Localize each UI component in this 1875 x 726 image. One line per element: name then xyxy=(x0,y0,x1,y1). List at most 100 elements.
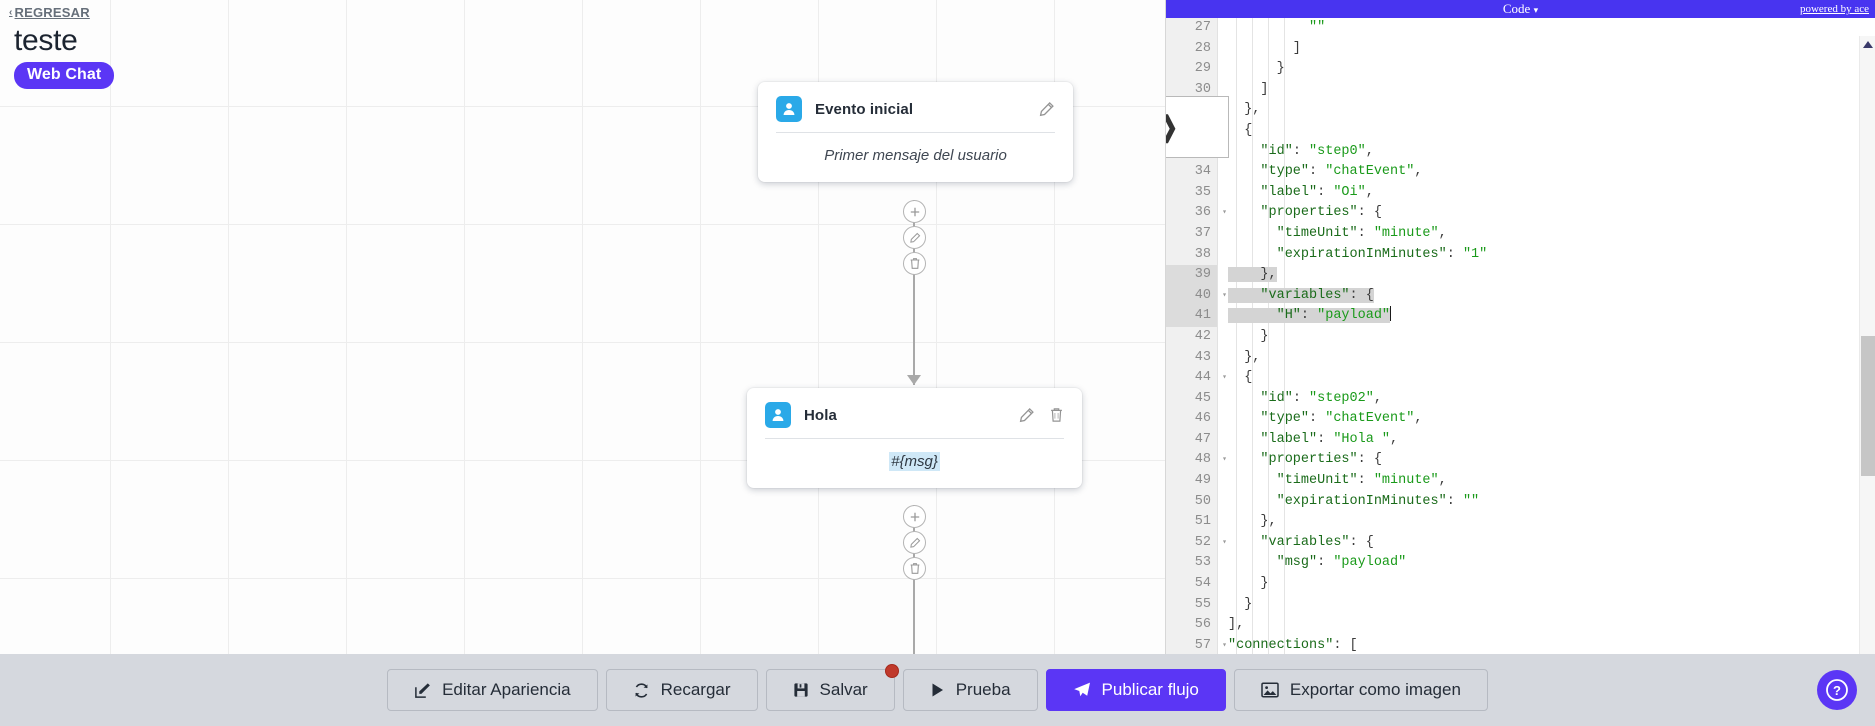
code-content[interactable]: "" ] } ] }, { "id": "step0", "type": "ch… xyxy=(1218,18,1859,654)
edit-step-button[interactable] xyxy=(903,531,926,554)
delete-step-button[interactable] xyxy=(903,557,926,580)
gutter-line-number[interactable]: 57▾ xyxy=(1166,636,1227,654)
help-button[interactable]: ? xyxy=(1817,670,1857,710)
code-line[interactable]: }, xyxy=(1228,349,1261,365)
node-header: Hola xyxy=(747,388,1082,438)
code-line[interactable]: "timeUnit": "minute", xyxy=(1276,473,1447,489)
gutter-line-number[interactable]: 37 xyxy=(1194,225,1211,241)
gutter-line-number[interactable]: 40▾ xyxy=(1166,285,1227,307)
gutter-line-number[interactable]: 56 xyxy=(1194,617,1211,633)
edit-pencil-icon[interactable] xyxy=(1018,407,1035,424)
code-line[interactable]: "variables": { xyxy=(1218,286,1859,307)
toolbar-button-exportar-como-imagen[interactable]: Exportar como imagen xyxy=(1233,669,1488,711)
code-line[interactable]: "expirationInMinutes": "" xyxy=(1276,493,1480,509)
gutter-line-number[interactable]: 51 xyxy=(1194,514,1211,530)
code-line[interactable]: "id": "step0", xyxy=(1260,143,1374,159)
delete-step-button[interactable] xyxy=(903,252,926,275)
code-line[interactable]: "expirationInMinutes": "1" xyxy=(1276,246,1488,262)
flow-node-initial-event[interactable]: Evento inicial Primer mensaje del usuari… xyxy=(758,82,1073,182)
gutter-line-number[interactable]: 44▾ xyxy=(1166,368,1227,389)
powered-by-ace-link[interactable]: powered by ace xyxy=(1799,3,1869,15)
variable-token: #{msg} xyxy=(889,452,940,471)
code-line[interactable]: { xyxy=(1228,122,1253,138)
gutter-line-number[interactable]: 54 xyxy=(1194,576,1211,592)
gutter-line-number[interactable]: 34 xyxy=(1194,164,1211,180)
code-line[interactable]: "timeUnit": "minute", xyxy=(1276,225,1447,241)
code-line[interactable]: } xyxy=(1228,576,1269,592)
delete-trash-icon[interactable] xyxy=(1049,407,1064,423)
scrollbar-thumb[interactable] xyxy=(1861,336,1875,476)
fold-toggle-icon[interactable]: ▾ xyxy=(1222,290,1227,300)
code-line[interactable]: "label": "Hola ", xyxy=(1260,431,1399,447)
gutter-line-number[interactable]: 50 xyxy=(1194,493,1211,509)
code-line[interactable]: "label": "Oi", xyxy=(1260,184,1374,200)
fold-toggle-icon[interactable]: ▾ xyxy=(1222,640,1227,650)
toolbar-button-salvar[interactable]: Salvar xyxy=(765,664,899,711)
code-line[interactable]: }, xyxy=(1228,514,1277,530)
chevron-down-icon[interactable]: ▾ xyxy=(1533,5,1539,15)
gutter-line-number[interactable]: 41 xyxy=(1166,306,1217,327)
toolbar-button-publicar-flujo[interactable]: Publicar flujo xyxy=(1045,669,1226,711)
code-line[interactable]: "connections": [ xyxy=(1228,637,1358,653)
add-step-button[interactable] xyxy=(903,200,926,223)
code-line[interactable]: "" xyxy=(1309,20,1326,35)
code-editor-panel[interactable]: Code ▾ powered by ace 272829303132▾33343… xyxy=(1165,0,1875,654)
code-line[interactable]: } xyxy=(1228,61,1285,77)
code-line[interactable]: "H": "payload" xyxy=(1218,306,1859,327)
back-link-label: REGRESAR xyxy=(14,5,90,20)
code-line[interactable]: "msg": "payload" xyxy=(1276,555,1407,571)
add-step-button[interactable] xyxy=(903,505,926,528)
code-line[interactable]: "type": "chatEvent", xyxy=(1260,411,1423,427)
gutter-line-number[interactable]: 53 xyxy=(1194,555,1211,571)
code-line[interactable]: }, xyxy=(1228,102,1261,118)
code-editor-body[interactable]: 272829303132▾33343536▾37383940▾41424344▾… xyxy=(1166,18,1875,654)
code-line[interactable]: "properties": { xyxy=(1260,205,1382,221)
gutter-line-number[interactable]: 47 xyxy=(1194,431,1211,447)
gutter-line-number[interactable]: 36▾ xyxy=(1166,203,1227,224)
gutter-line-number[interactable]: 28 xyxy=(1194,40,1211,56)
fold-toggle-icon[interactable]: ▾ xyxy=(1222,455,1227,465)
scroll-up-arrow-icon[interactable] xyxy=(1863,41,1873,48)
chevron-right-icon[interactable]: ❯ xyxy=(1166,113,1178,141)
edit-step-button[interactable] xyxy=(903,226,926,249)
code-line[interactable]: } xyxy=(1228,596,1253,612)
back-link[interactable]: ‹ REGRESAR xyxy=(9,5,90,20)
code-line[interactable]: ] xyxy=(1228,40,1301,56)
fold-toggle-icon[interactable]: ▾ xyxy=(1222,373,1227,383)
code-fold-widget[interactable]: ❯ xyxy=(1166,96,1229,158)
gutter-line-number[interactable]: 46 xyxy=(1194,411,1211,427)
gutter-line-number[interactable]: 39 xyxy=(1166,265,1217,286)
code-line[interactable]: ] xyxy=(1228,81,1269,97)
gutter-line-number[interactable]: 55 xyxy=(1194,596,1211,612)
gutter-line-number[interactable]: 43 xyxy=(1194,349,1211,365)
gutter-line-number[interactable]: 45 xyxy=(1194,390,1211,406)
code-line[interactable]: "variables": { xyxy=(1260,534,1374,550)
gutter-line-number[interactable]: 27 xyxy=(1194,20,1211,35)
code-line[interactable]: "type": "chatEvent", xyxy=(1260,164,1423,180)
gutter-line-number[interactable]: 35 xyxy=(1194,184,1211,200)
flow-node-hola[interactable]: Hola xyxy=(747,388,1082,488)
gutter-line-number[interactable]: 29 xyxy=(1194,61,1211,77)
gutter-line-number[interactable]: 38 xyxy=(1194,246,1211,262)
code-line[interactable]: "id": "step02", xyxy=(1260,390,1382,406)
edit-pencil-icon[interactable] xyxy=(1038,101,1055,118)
fold-toggle-icon[interactable]: ▾ xyxy=(1222,208,1227,218)
gutter-line-number[interactable]: 42 xyxy=(1194,328,1211,344)
gutter-line-number[interactable]: 52▾ xyxy=(1166,533,1227,554)
gutter-line-number[interactable]: 30 xyxy=(1194,81,1211,97)
toolbar-button-prueba[interactable]: Prueba xyxy=(902,669,1038,711)
code-line[interactable]: }, xyxy=(1228,267,1277,283)
fold-toggle-icon[interactable]: ▾ xyxy=(1222,537,1227,547)
gutter-line-number[interactable]: 48▾ xyxy=(1166,450,1227,471)
node-title: Evento inicial xyxy=(815,100,914,118)
code-line[interactable]: { xyxy=(1228,370,1253,386)
code-line[interactable]: ], xyxy=(1228,617,1245,633)
code-line[interactable]: } xyxy=(1228,328,1269,344)
toolbar-button-editar-apariencia[interactable]: Editar Apariencia xyxy=(387,669,598,711)
gutter-line-number[interactable]: 49 xyxy=(1194,473,1211,489)
code-editor-title-group[interactable]: Code ▾ xyxy=(1166,0,1875,19)
code-line[interactable]: "properties": { xyxy=(1260,452,1382,468)
flow-canvas[interactable]: ‹ REGRESAR teste Web Chat Evento inicial xyxy=(0,0,1165,654)
code-vertical-scrollbar[interactable] xyxy=(1859,36,1875,654)
toolbar-button-recargar[interactable]: Recargar xyxy=(605,669,758,711)
